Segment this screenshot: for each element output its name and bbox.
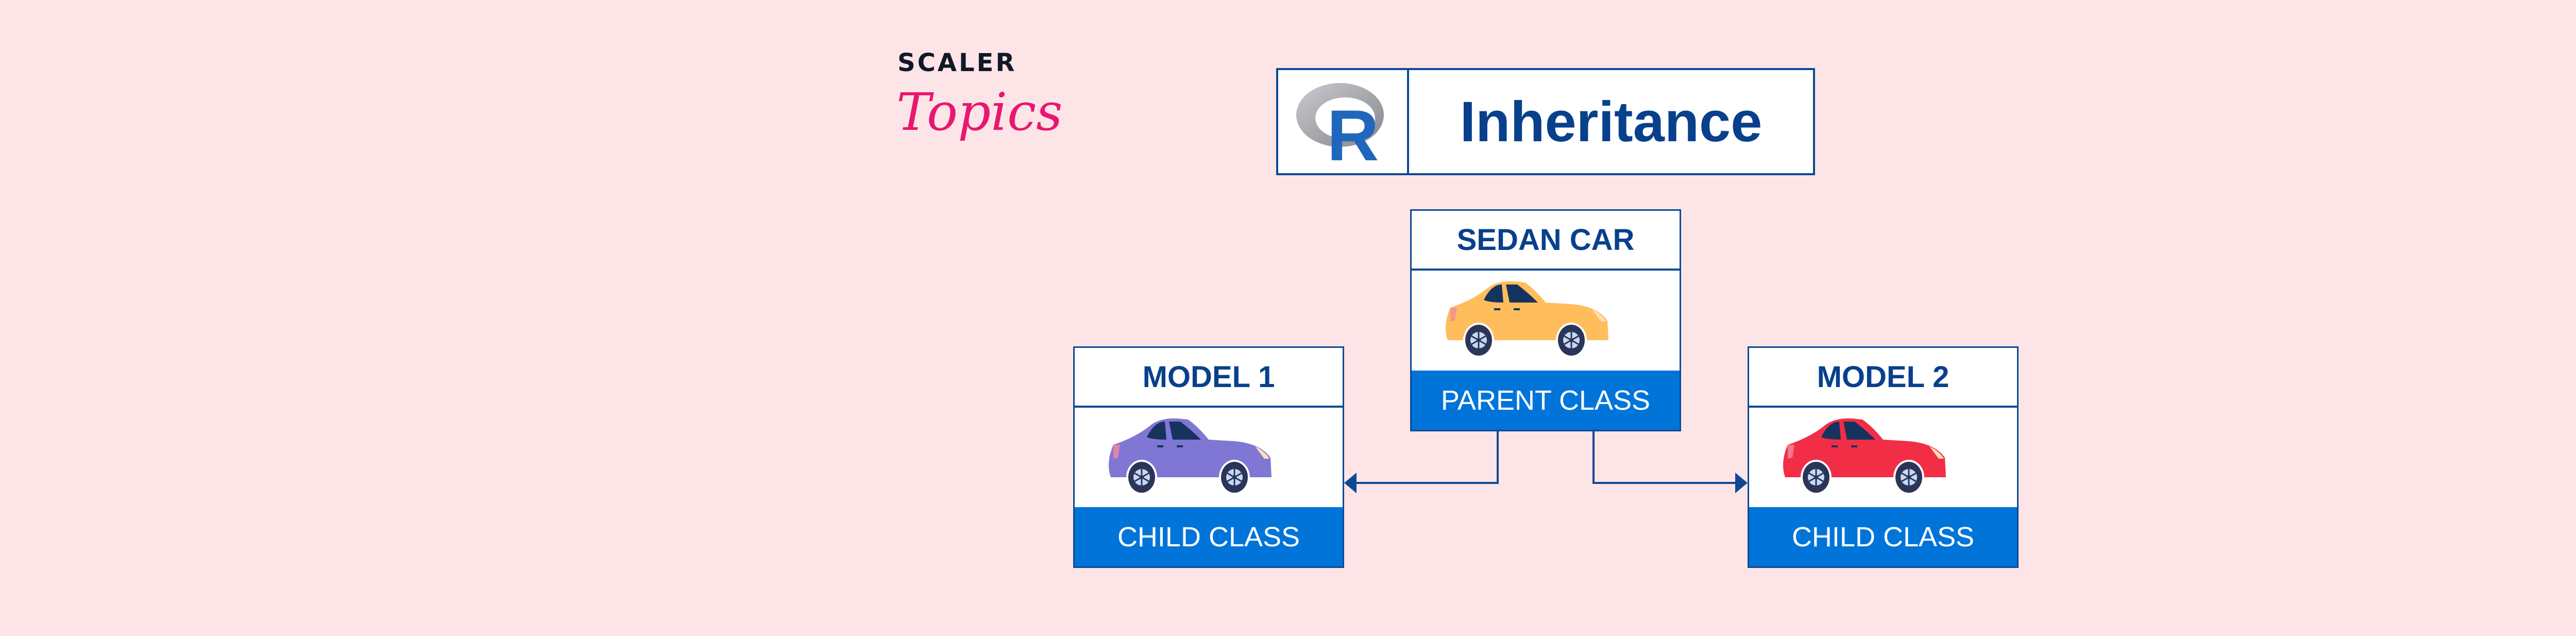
parent-class-name: SEDAN CAR	[1412, 211, 1680, 271]
connector-left-horizontal	[1352, 482, 1499, 484]
child-class-node-1: MODEL 1 CHILD CLASS	[1073, 346, 1344, 568]
sedan-car-icon	[1412, 271, 1680, 371]
parent-class-node: SEDAN CAR PARENT CLASS	[1410, 209, 1681, 431]
child-class-name: MODEL 1	[1075, 348, 1343, 408]
page-title: Inheritance	[1460, 90, 1762, 154]
connector-right-horizontal	[1592, 482, 1737, 484]
r-logo-letter: R	[1327, 95, 1379, 165]
logo-scaler-text: SCALER	[897, 48, 1017, 77]
parent-class-label: PARENT CLASS	[1412, 371, 1680, 430]
child-class-name: MODEL 2	[1749, 348, 2017, 408]
connector-left-vertical	[1497, 430, 1499, 484]
child-class-label: CHILD CLASS	[1075, 507, 1343, 566]
connector-right-vertical	[1592, 430, 1595, 484]
model-1-car-icon	[1075, 408, 1343, 507]
logo-topics-text: Topics	[896, 82, 1063, 142]
child-class-node-2: MODEL 2 CHILD CLASS	[1748, 346, 2019, 568]
r-logo-icon: R	[1278, 70, 1409, 173]
child-class-label: CHILD CLASS	[1749, 507, 2017, 566]
model-2-car-icon	[1749, 408, 2017, 507]
arrowhead-left-icon	[1344, 473, 1357, 493]
arrowhead-right-icon	[1735, 473, 1748, 493]
title-box: R Inheritance	[1276, 68, 1815, 175]
